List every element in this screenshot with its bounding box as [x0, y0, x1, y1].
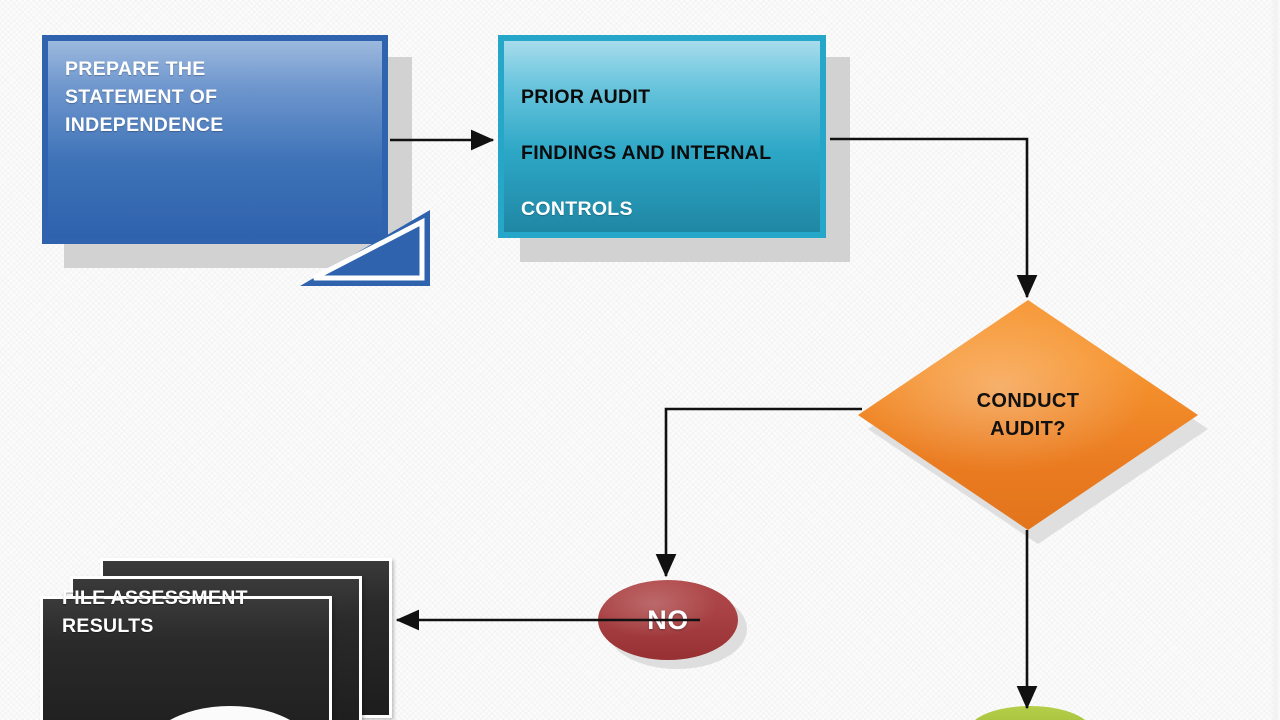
node-label-file-assessment-results: FILE ASSESSMENT RESULTS [62, 587, 248, 638]
label-line-3: CONTROLS [521, 198, 633, 221]
node-decision-conduct-audit[interactable]: CONDUCT AUDIT? [858, 300, 1208, 544]
node-answer-no[interactable]: NO [598, 580, 747, 669]
node-label-prior-audit: PRIOR AUDIT FINDINGS AND INTERNAL CONTRO… [498, 35, 849, 223]
rect-gradient-fill [48, 41, 382, 238]
label-line-1: PRIOR AUDIT [521, 86, 651, 109]
corner-fold-decoration [300, 210, 430, 286]
node-label-conduct-audit: CONDUCT AUDIT? [976, 389, 1080, 440]
rect-body [498, 35, 826, 238]
rect-gradient-fill [504, 41, 820, 232]
node-label-prepare-statement: PREPARE THE STATEMENT OF INDEPENDENCE [65, 58, 224, 137]
document-card-front [40, 596, 332, 720]
node-prepare-statement-of-independence[interactable]: PREPARE THE STATEMENT OF INDEPENDENCE [42, 35, 430, 286]
rect-body [42, 35, 388, 244]
node-label-no: NO [647, 604, 689, 635]
node-file-assessment-results[interactable]: FILE ASSESSMENT RESULTS [30, 558, 430, 720]
label-line-2: FINDINGS AND INTERNAL [521, 142, 772, 165]
node-next-step-green[interactable] [968, 706, 1092, 720]
right-edge-vignette [1270, 0, 1280, 720]
connector-prior-to-decision [830, 137, 1038, 299]
connector-decision-to-no [655, 407, 862, 578]
node-prior-audit-findings[interactable]: PRIOR AUDIT FINDINGS AND INTERNAL CONTRO… [498, 35, 850, 265]
